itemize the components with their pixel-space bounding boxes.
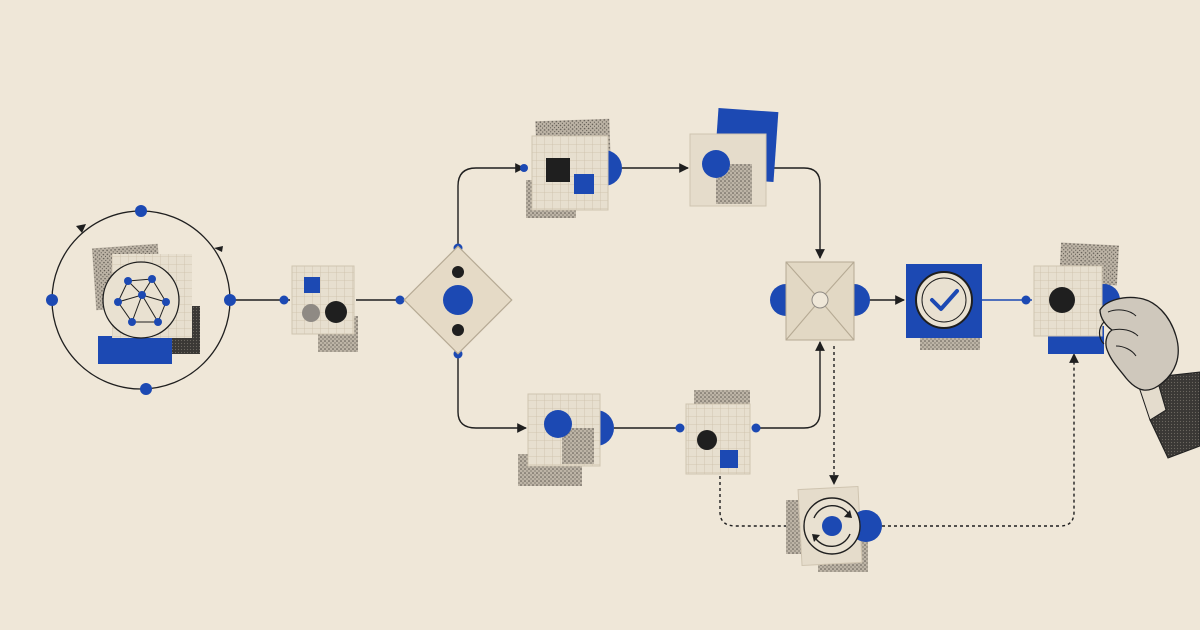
check-badge-inner — [921, 277, 967, 323]
connector-sync-to-output — [882, 353, 1079, 527]
card — [685, 403, 751, 475]
dot-icon — [697, 430, 717, 450]
sync-loop-node[interactable] — [786, 485, 882, 572]
orbit-dot — [140, 383, 152, 395]
connector-lower2-to-sync — [719, 476, 796, 527]
decision-split-node[interactable] — [403, 245, 513, 355]
square-icon — [546, 158, 570, 182]
verify-check-node[interactable] — [906, 264, 982, 350]
dot-icon — [452, 266, 464, 278]
seal-icon — [811, 291, 829, 309]
network-hub-node[interactable] — [46, 205, 236, 395]
connector-decision-to-lower — [457, 354, 527, 433]
orbit-arrow-icon — [214, 246, 223, 252]
orbit-dot — [135, 205, 147, 217]
refresh-arrow-icon — [844, 510, 852, 518]
connectors — [232, 163, 1079, 527]
connector-dot — [279, 295, 289, 305]
check-badge-ring — [915, 271, 973, 329]
connector-dot — [520, 164, 528, 172]
refresh-arrow-icon — [812, 534, 820, 542]
upper-step-2-node[interactable] — [689, 107, 779, 207]
connector-dot — [751, 423, 761, 433]
connector-dot — [675, 423, 685, 433]
orbit-dot — [224, 294, 236, 306]
checkmark-icon — [930, 289, 959, 311]
circle-icon — [302, 304, 320, 322]
square-icon — [304, 277, 320, 293]
lower-step-1-node[interactable] — [518, 393, 614, 486]
refresh-icon — [813, 504, 851, 548]
lower-step-2-node[interactable] — [685, 390, 751, 475]
orbit-dot — [46, 294, 58, 306]
dot-icon — [1049, 287, 1075, 313]
circle-icon — [325, 301, 347, 323]
upper-step-1-node[interactable] — [526, 118, 622, 218]
connector-dot — [1021, 295, 1031, 305]
merge-envelope-node[interactable] — [770, 261, 870, 341]
connector-upper2-to-merge — [766, 167, 825, 259]
hand-illustration — [1098, 296, 1200, 459]
orbit-arrow-icon — [76, 224, 86, 233]
paper-scrap-blue — [98, 336, 172, 364]
finger-lines — [1107, 309, 1139, 357]
center-circle-icon — [443, 285, 473, 315]
circle-icon — [544, 410, 572, 438]
square-icon — [574, 174, 594, 194]
connector-lower2-to-merge — [756, 341, 825, 429]
connector-decision-to-upper — [457, 163, 525, 248]
connector-dot — [395, 295, 405, 305]
center-circle-icon — [822, 516, 842, 536]
input-mix-node[interactable] — [291, 265, 358, 352]
circle-icon — [702, 150, 730, 178]
network-nodes — [114, 275, 170, 326]
thumb — [1098, 321, 1105, 345]
output-dot-node[interactable] — [1033, 242, 1120, 354]
square-icon — [720, 450, 738, 468]
card — [291, 265, 355, 335]
dot-icon — [452, 324, 464, 336]
hand-icon — [1099, 296, 1179, 391]
